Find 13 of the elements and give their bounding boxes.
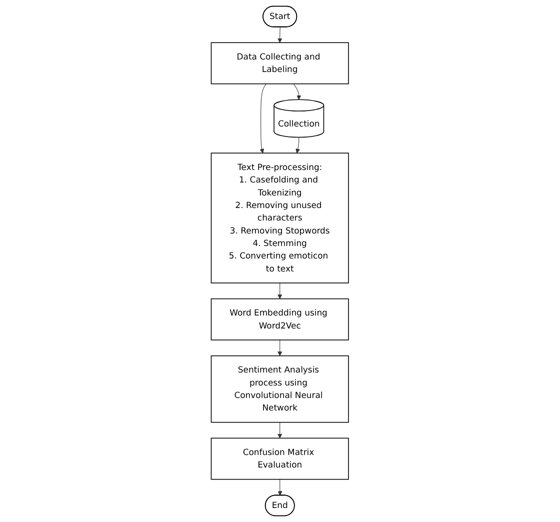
arrow	[260, 84, 267, 154]
node-box: Text Pre-processing: 1. Casefolding and Tokenizing 2. Removing unused characters 3. Removing Stopwords 4. Stemming 5. Converting emoticon to text	[210, 152, 350, 284]
arrow	[296, 137, 300, 154]
arrow	[278, 282, 282, 299]
arrow	[278, 479, 282, 496]
arrow	[278, 26, 282, 43]
arrow	[278, 422, 282, 438]
arrow	[278, 340, 282, 356]
arrow	[293, 84, 302, 100]
node-box: Sentiment Analysis process using Convolutional Neural Network	[210, 355, 350, 423]
node-box: Data Collecting and Labeling	[210, 42, 350, 84]
node-box: Confusion Matrix Evaluation	[210, 438, 350, 480]
node-box: Word Embedding using Word2Vec	[210, 298, 350, 340]
